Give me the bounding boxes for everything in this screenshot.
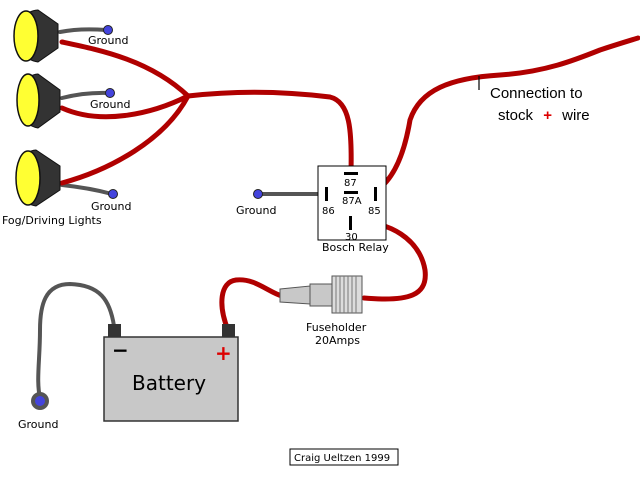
ground-dot-light1: [103, 25, 113, 35]
light3-ground-wire: [60, 183, 114, 196]
battery-plus-to-fuse: [219, 277, 285, 333]
pin-86-label: 86: [322, 206, 335, 217]
fuse-holder: [279, 275, 363, 314]
pin-87-blade: [344, 172, 358, 175]
battery-plus-sign: +: [215, 341, 232, 365]
connection-label-line2: stock + wire: [498, 107, 590, 124]
pin-87a-blade: [344, 191, 358, 194]
light2-wire: [59, 93, 191, 120]
battery-ground-terminal: [31, 392, 49, 410]
ground-label-light2: Ground: [90, 98, 130, 111]
ground-label-light3: Ground: [91, 200, 131, 213]
battery-positive-post: [222, 324, 235, 338]
pin-87a-label: 87A: [342, 196, 362, 207]
ground-label-relay: Ground: [236, 204, 276, 217]
bosch-relay: 87 87A 86 85 30: [317, 165, 387, 243]
fuse-label-line1: Fuseholder: [306, 321, 367, 334]
ground-label-battery: Ground: [18, 418, 58, 431]
relay-85-to-stock-wire: [371, 35, 640, 195]
fog-light-2: [16, 73, 61, 129]
light1-wire: [59, 39, 191, 99]
fog-lights-caption: Fog/Driving Lights: [2, 214, 102, 227]
battery-label: Battery: [132, 371, 206, 395]
ground-dot-light2: [105, 88, 115, 98]
battery: − + Battery: [103, 324, 239, 422]
light1-ground-wire: [58, 27, 108, 34]
credit-box: [289, 448, 399, 466]
connection-plus-sign: +: [543, 107, 552, 124]
ground-dot-relay: [253, 189, 263, 199]
battery-ground-wire: [36, 281, 116, 400]
credit-label: Craig Ueltzen 1999: [294, 453, 390, 464]
junction-to-relay-87: [185, 89, 354, 175]
pin-87-label: 87: [344, 178, 357, 189]
connection-label-line1: Connection to: [490, 85, 583, 102]
light3-wire: [59, 93, 191, 186]
relay-name-label: Bosch Relay: [322, 241, 389, 254]
connection-stock-word: stock: [498, 107, 534, 124]
connection-wire-word: wire: [561, 107, 590, 124]
ground-label-light1: Ground: [88, 34, 128, 47]
fog-light-3: [15, 149, 61, 207]
battery-negative-post: [108, 324, 121, 338]
pin-30-label: 30: [345, 232, 358, 243]
pin-85-blade: [374, 187, 377, 201]
fuse-label-line2: 20Amps: [315, 334, 360, 347]
pin-85-label: 85: [368, 206, 381, 217]
ground-wires: [36, 27, 328, 400]
pin-86-blade: [325, 187, 328, 201]
fog-light-1: [13, 9, 59, 63]
pin-30-blade: [349, 216, 352, 230]
battery-minus-sign: −: [112, 338, 129, 362]
ground-dots: [103, 25, 263, 199]
ground-dot-light3: [108, 189, 118, 199]
